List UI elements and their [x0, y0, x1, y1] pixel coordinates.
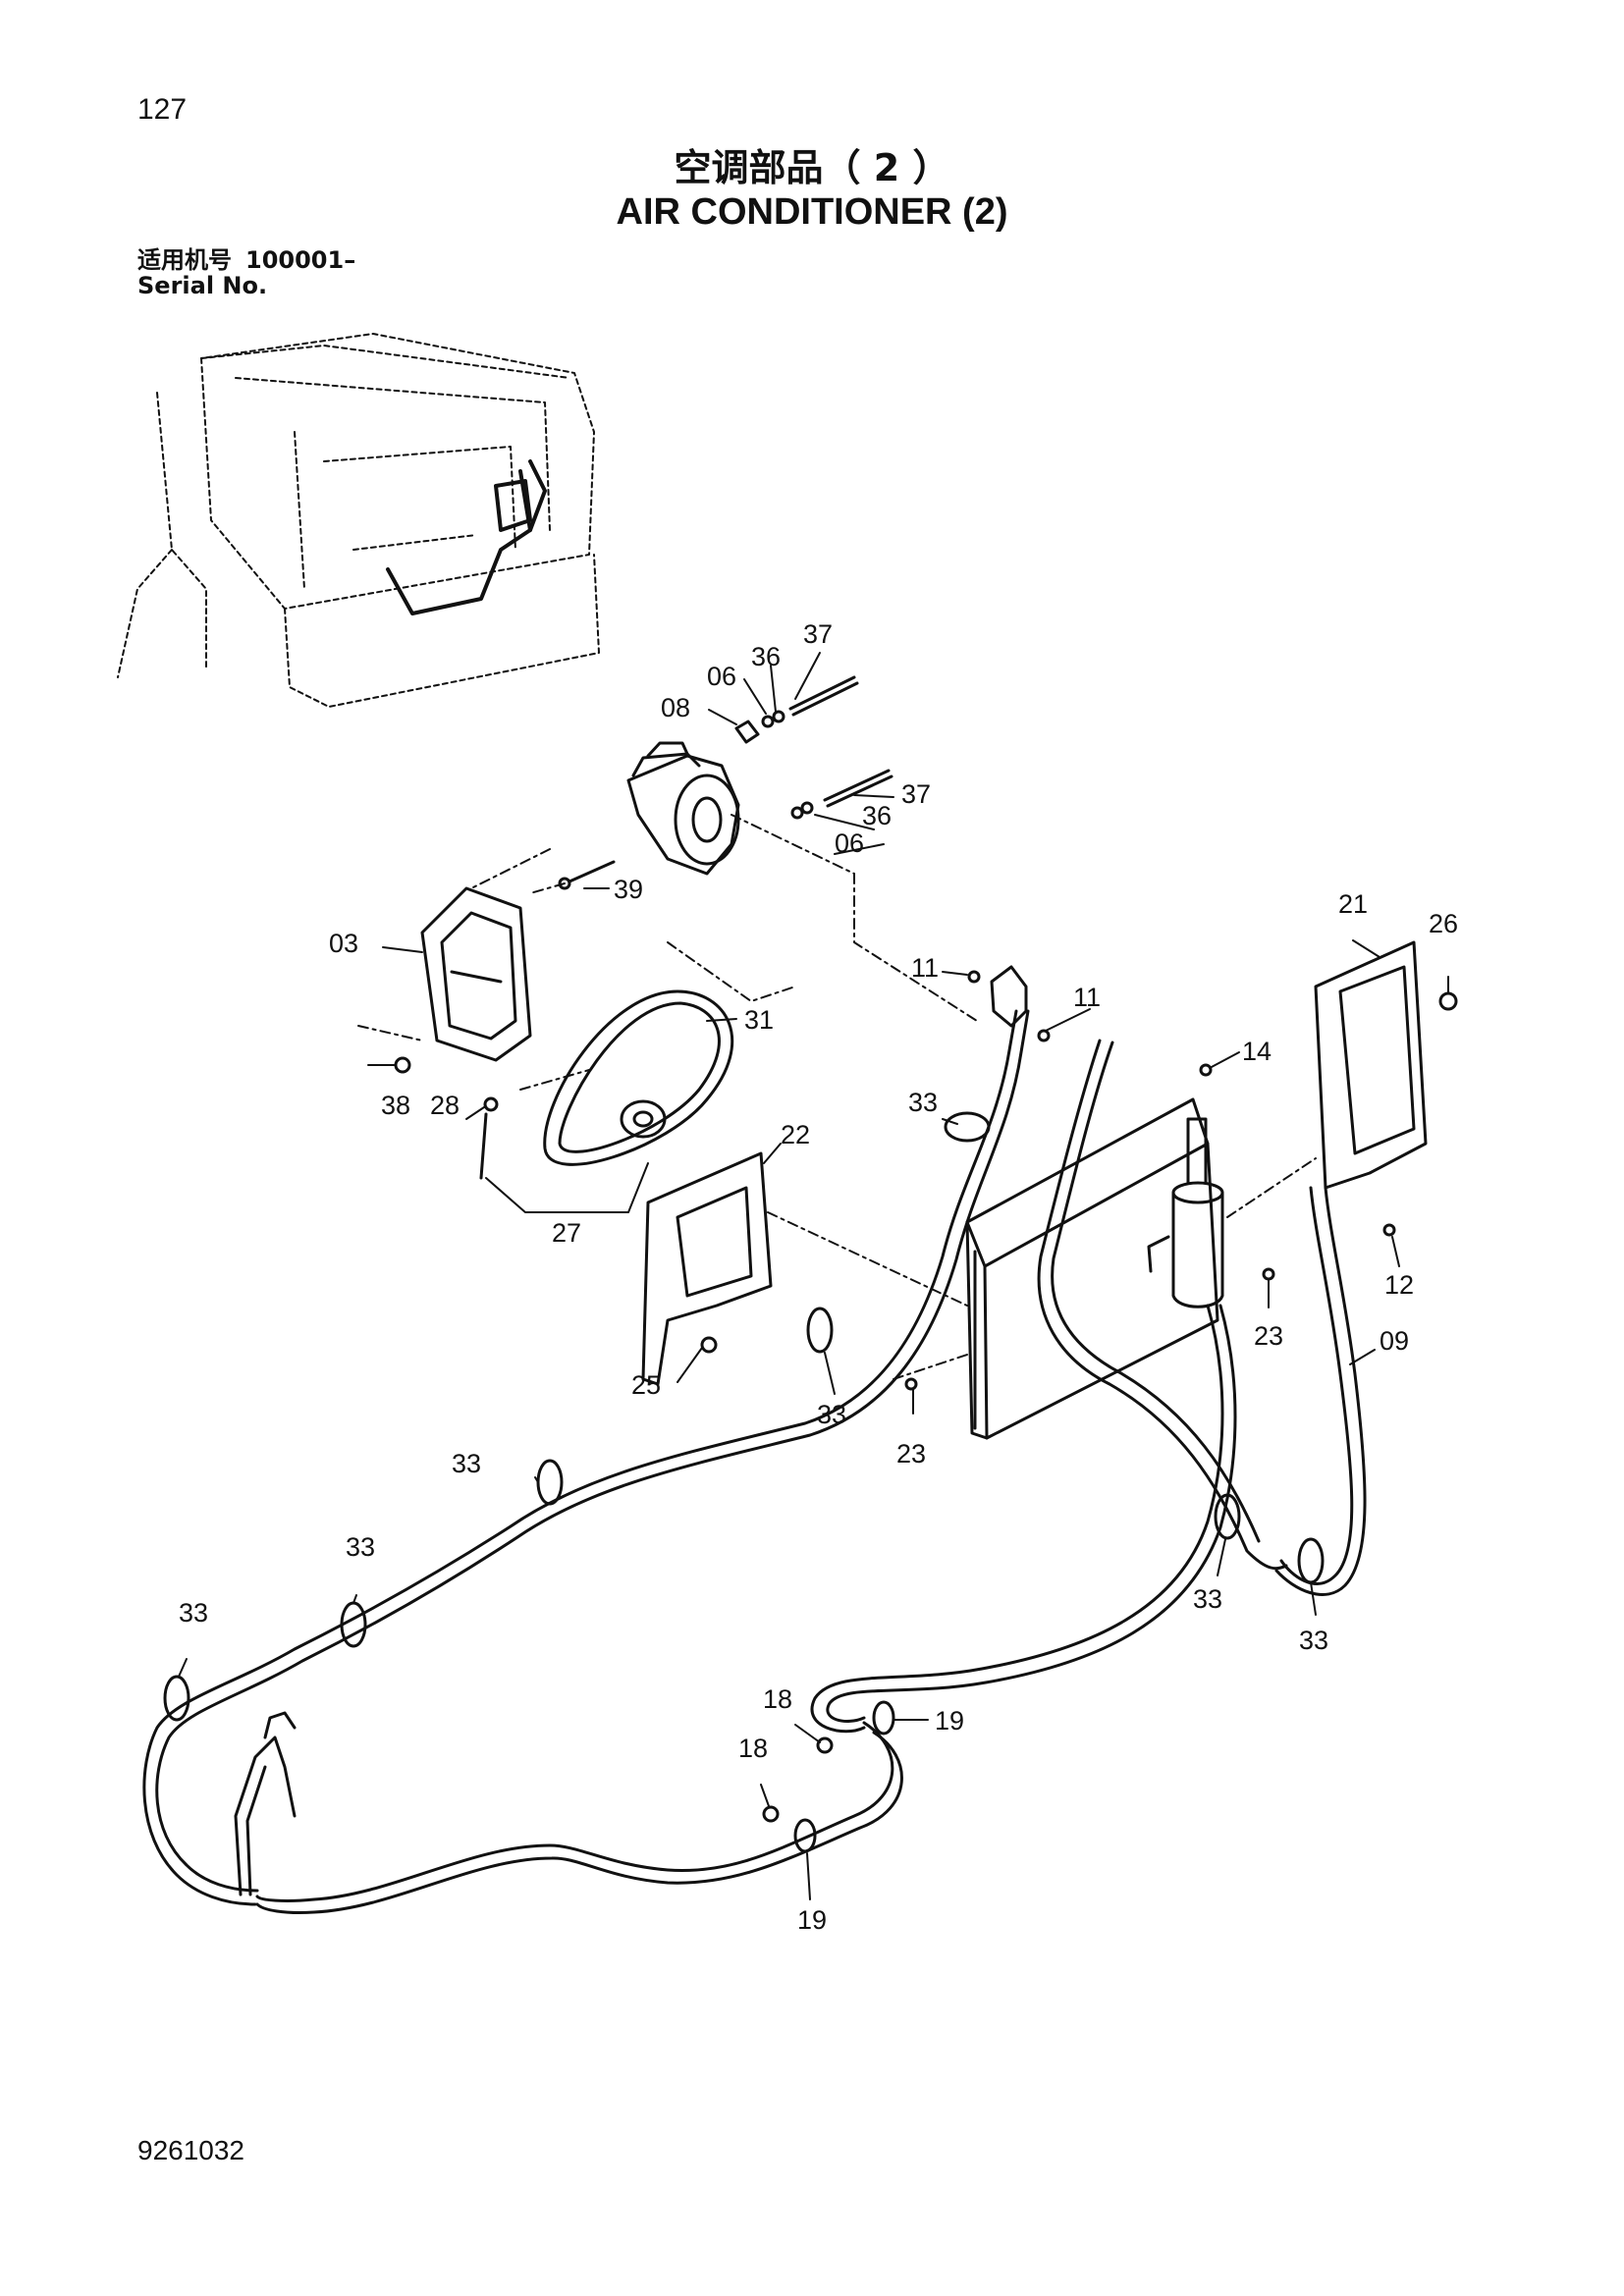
callout-23: 23 — [896, 1439, 926, 1468]
callout-26: 26 — [1429, 909, 1458, 938]
callout-38: 38 — [381, 1091, 410, 1120]
discharge-hose — [142, 1009, 1030, 1906]
nut-26 — [1438, 991, 1458, 1011]
callout-37: 37 — [803, 619, 833, 649]
leader-lines — [178, 652, 1449, 1900]
callout-21: 21 — [1338, 889, 1368, 919]
bolt-39 — [558, 860, 616, 890]
callout-12: 12 — [1384, 1270, 1414, 1300]
clamps-33 — [163, 1111, 1325, 1722]
callout-06: 06 — [835, 828, 864, 858]
bolt-38 — [394, 1056, 411, 1074]
callout-18: 18 — [763, 1684, 792, 1714]
condenser — [965, 1097, 1219, 1440]
callout-27: 27 — [552, 1218, 581, 1248]
bracket-03 — [420, 886, 532, 1062]
plate-22 — [641, 1151, 773, 1386]
serial-label-cn: 适用机号 — [137, 246, 232, 274]
callout-33: 33 — [1193, 1584, 1222, 1614]
evaporator-pipes — [234, 1711, 297, 1896]
callout-33: 33 — [346, 1532, 375, 1562]
machine-locator-sketch — [117, 333, 600, 708]
callout-03: 03 — [329, 929, 358, 958]
callout-08: 08 — [661, 693, 690, 722]
callout-31: 31 — [744, 1005, 774, 1035]
document-number: 9261032 — [137, 2135, 245, 2165]
bolts-18 — [762, 1736, 834, 1823]
callout-37: 37 — [901, 779, 931, 809]
lower-line — [255, 1721, 903, 1914]
bolt-25 — [700, 1336, 718, 1354]
callout-28: 28 — [430, 1091, 460, 1120]
serial-value: 100001– — [245, 246, 356, 274]
callout-19: 19 — [935, 1706, 964, 1735]
bolt-37-upper — [788, 675, 859, 717]
callout-36: 36 — [751, 642, 781, 671]
page-title-chinese: 空调部品（ 2 ） — [674, 146, 950, 189]
bolt-37-lower — [823, 769, 893, 808]
callout-19: 19 — [797, 1905, 827, 1935]
callout-18: 18 — [738, 1734, 768, 1763]
drier-hose — [810, 1304, 1237, 1734]
callout-11: 11 — [911, 953, 939, 983]
callout-11: 11 — [1073, 983, 1101, 1012]
callout-22: 22 — [781, 1120, 810, 1149]
callout-33: 33 — [452, 1449, 481, 1478]
callout-06: 06 — [707, 662, 736, 691]
belt-31 — [543, 989, 734, 1166]
alignment-lines — [357, 814, 1317, 1380]
callout-33: 33 — [179, 1598, 208, 1628]
hose-09 — [1274, 1186, 1367, 1596]
serial-block: 适用机号 100001– Serial No. — [137, 247, 355, 298]
suction-hose — [1037, 1039, 1288, 1571]
callout-09: 09 — [1380, 1326, 1409, 1356]
serial-line-cn: 适用机号 100001– — [137, 247, 355, 273]
callout-23: 23 — [1254, 1321, 1283, 1351]
nut-36-lower — [800, 801, 814, 815]
small-bolts — [904, 970, 1396, 1391]
clips-19 — [793, 1700, 895, 1853]
bracket-08 — [734, 720, 760, 744]
hose-fitting-upper — [990, 965, 1028, 1028]
compressor — [626, 741, 740, 876]
washer-06-upper — [761, 715, 775, 728]
callout-36: 36 — [862, 801, 892, 830]
receiver-drier — [1147, 1117, 1224, 1308]
locator-highlight — [386, 459, 547, 615]
callout-labels: 37 36 06 08 37 36 06 39 03 31 38 28 27 2… — [179, 619, 1458, 1935]
stud-28 — [479, 1096, 499, 1180]
leader-27 — [485, 1162, 649, 1213]
nut-36-upper — [772, 710, 785, 723]
callout-33: 33 — [908, 1088, 938, 1117]
callout-14: 14 — [1242, 1037, 1272, 1066]
plate-21 — [1314, 940, 1428, 1190]
washer-06-lower — [790, 806, 804, 820]
page-title-english: AIR CONDITIONER (2) — [616, 191, 1008, 233]
page-number: 127 — [137, 93, 188, 126]
callout-33: 33 — [1299, 1626, 1328, 1655]
callout-33: 33 — [817, 1400, 846, 1429]
callout-25: 25 — [631, 1370, 661, 1400]
serial-label-en: Serial No. — [137, 272, 268, 299]
callout-39: 39 — [614, 875, 643, 904]
